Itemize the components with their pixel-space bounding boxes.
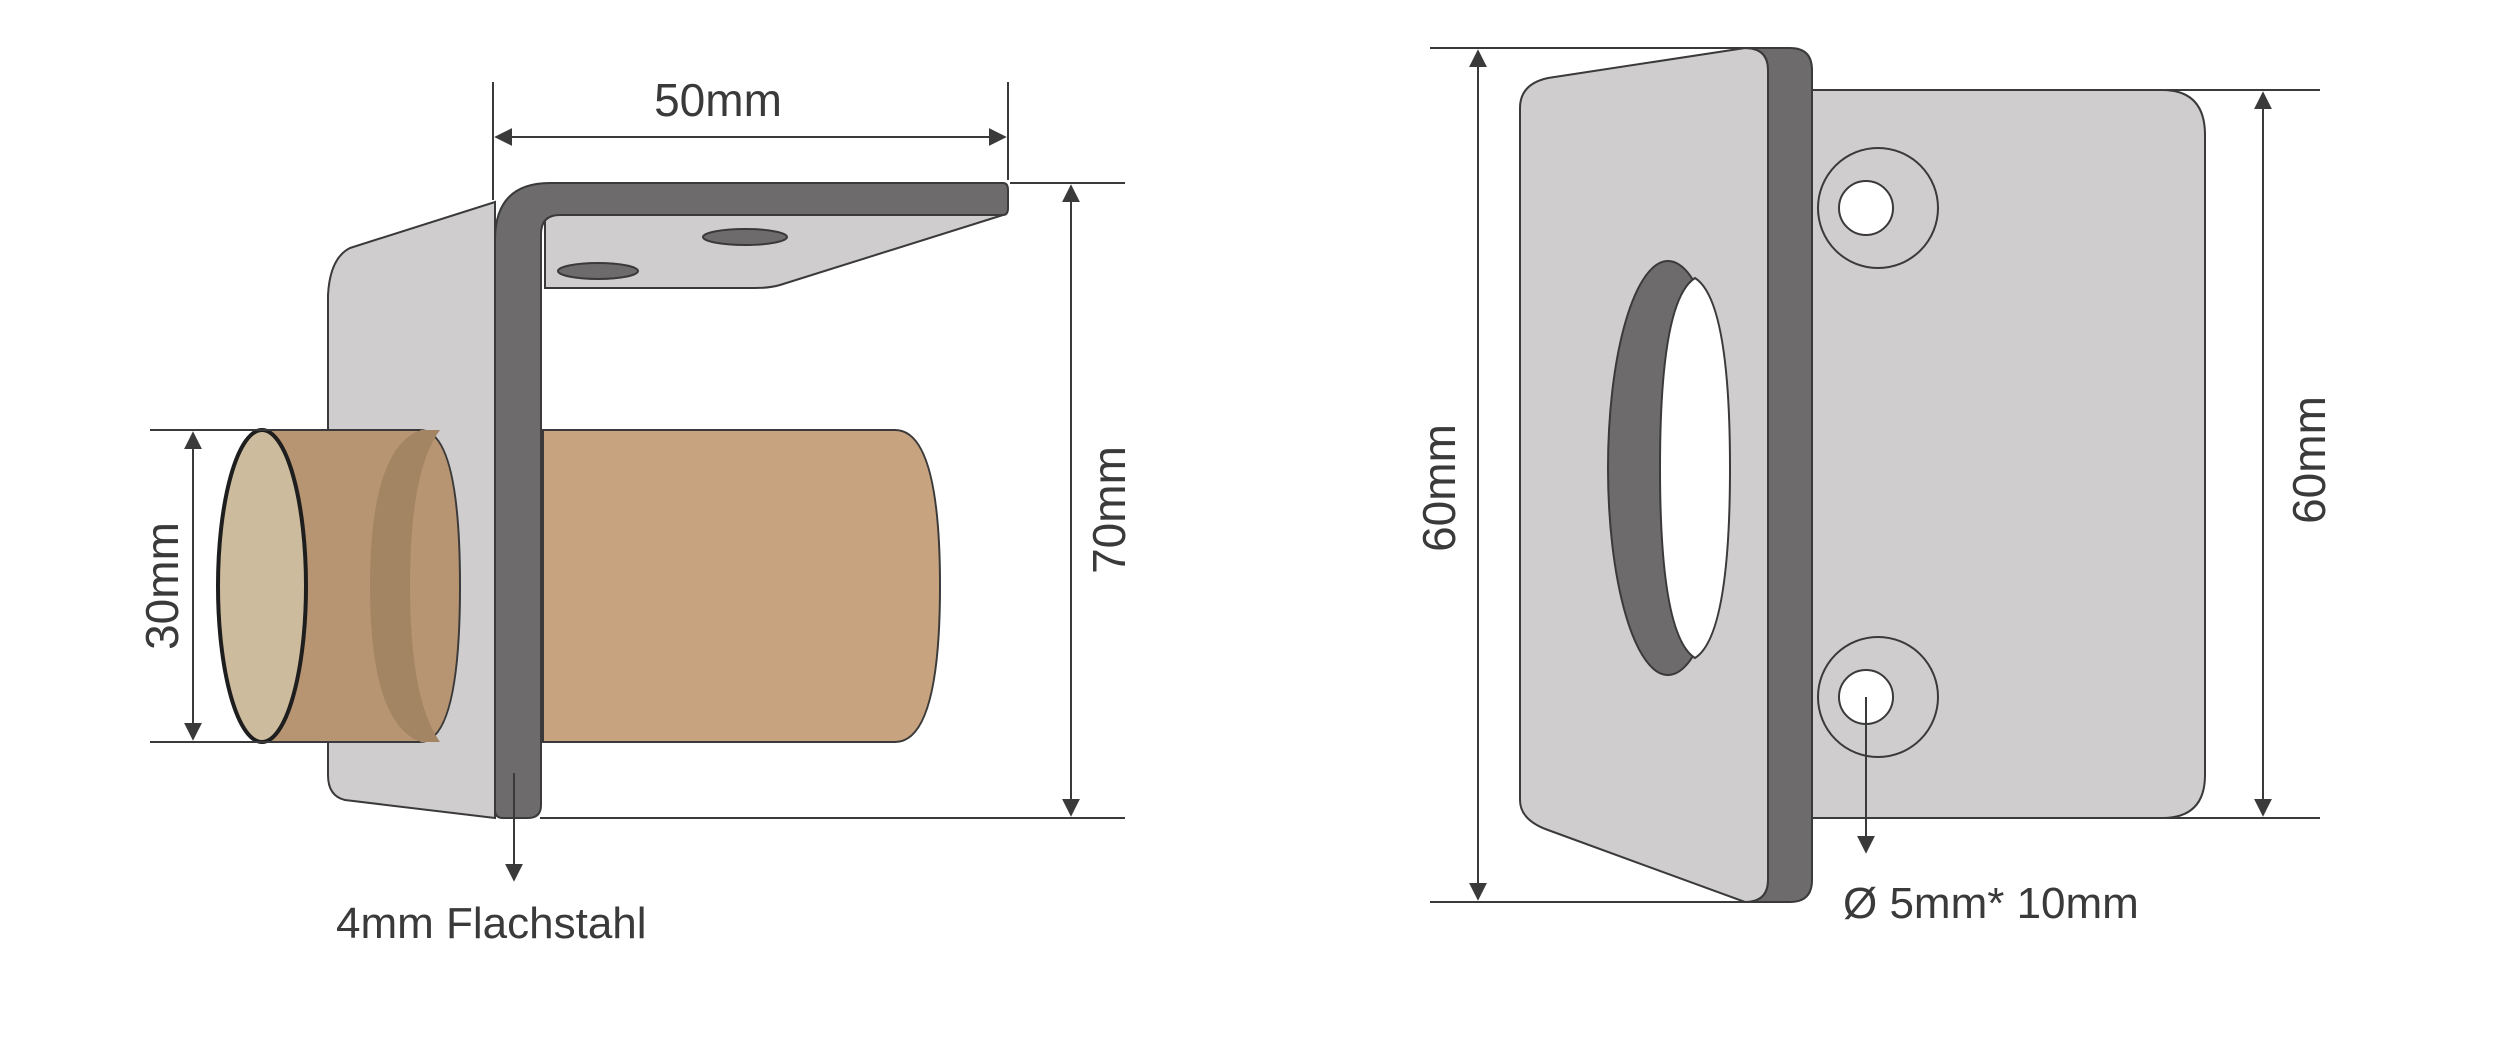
dimension-plate-height-label: 60mm (1413, 424, 1465, 552)
steel-top-flange (544, 208, 1004, 289)
dimension-bracket-height-label: 60mm (2283, 396, 2335, 524)
hole-label: Ø 5mm* 10mm (1843, 879, 2139, 928)
mounting-hole (1838, 180, 1894, 236)
flange-hole (557, 262, 639, 280)
cylinder-bore-inner (1658, 276, 1732, 660)
wood-cylinder-end (216, 428, 308, 744)
steel-l-profile (494, 182, 1009, 819)
material-label: 4mm Flachstahl (336, 899, 647, 948)
right-view: 60mm 60mm Ø 5mm* 10mm (1413, 46, 2335, 928)
bracket-plate (1804, 89, 2206, 819)
left-view: 50mm 70mm 30mm 4mm Flachstahl (136, 74, 1135, 948)
dimension-height-label: 70mm (1083, 446, 1135, 574)
dimension-width-label: 50mm (654, 74, 782, 126)
dimension-diameter-label: 30mm (136, 522, 188, 650)
steel-edge (1744, 47, 1813, 903)
wood-cylinder-rear-shade (370, 430, 440, 742)
flange-hole (702, 228, 788, 246)
wood-cylinder-body (542, 429, 942, 743)
